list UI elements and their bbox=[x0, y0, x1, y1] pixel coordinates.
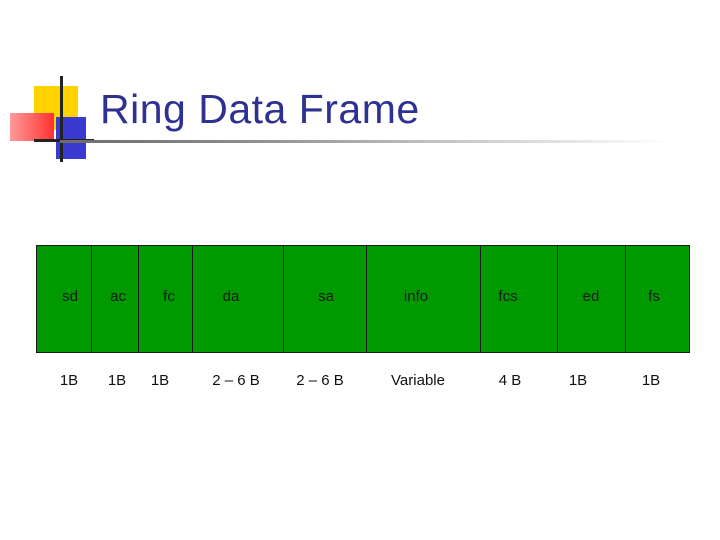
field-divider bbox=[283, 246, 284, 352]
field-size-fs: 1B bbox=[641, 372, 661, 389]
field-divider bbox=[557, 246, 558, 352]
field-divider bbox=[192, 246, 193, 352]
logo-vertical-line bbox=[60, 76, 63, 162]
field-size-info: Variable bbox=[391, 372, 445, 389]
field-name-fc: fc bbox=[163, 288, 175, 305]
field-divider bbox=[91, 246, 92, 352]
field-size-sa: 2 – 6 B bbox=[296, 372, 344, 389]
field-divider bbox=[138, 246, 139, 352]
field-name-da: da bbox=[222, 288, 240, 305]
field-name-fs: fs bbox=[648, 288, 660, 305]
title-underline bbox=[60, 140, 670, 143]
field-name-ac: ac bbox=[110, 288, 126, 305]
field-divider bbox=[366, 246, 367, 352]
field-size-ed: 1B bbox=[568, 372, 588, 389]
slide-logo bbox=[0, 0, 100, 170]
field-size-fc: 1B bbox=[150, 372, 170, 389]
field-divider bbox=[480, 246, 481, 352]
field-name-info: info bbox=[403, 288, 429, 305]
field-name-sa: sa bbox=[318, 288, 334, 305]
field-name-sd: sd bbox=[62, 288, 78, 305]
field-divider bbox=[625, 246, 626, 352]
field-size-da: 2 – 6 B bbox=[212, 372, 260, 389]
field-name-ed: ed bbox=[582, 288, 600, 305]
field-size-fcs: 4 B bbox=[498, 372, 522, 389]
field-name-fcs: fcs bbox=[498, 288, 518, 305]
frame-diagram: sd ac fc da sa info fcs ed fs bbox=[36, 245, 690, 353]
field-size-ac: 1B bbox=[107, 372, 127, 389]
logo-red-square bbox=[10, 113, 54, 141]
slide-title: Ring Data Frame bbox=[100, 86, 420, 132]
field-size-sd: 1B bbox=[59, 372, 79, 389]
